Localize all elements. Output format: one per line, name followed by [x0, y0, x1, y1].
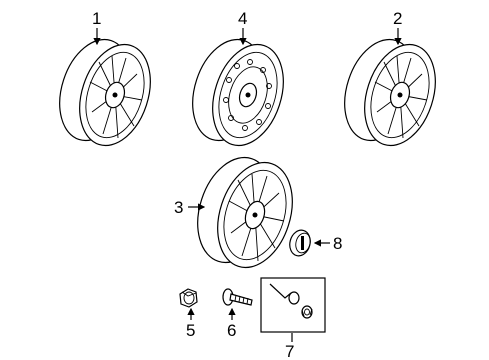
- wheel-spokes: [374, 55, 428, 139]
- callout-2: 2: [393, 9, 402, 28]
- wheel-spokes: [228, 173, 285, 262]
- steel-spare-wheel-icon[interactable]: [181, 30, 296, 154]
- vent-holes: [223, 59, 272, 131]
- alloy-wheel-icon[interactable]: [333, 30, 448, 154]
- callout-6: 6: [227, 321, 236, 340]
- callout-4: 4: [238, 9, 247, 28]
- lock-nut-icon: [301, 305, 313, 319]
- callout-8: 8: [333, 234, 342, 253]
- callout-3: 3: [174, 198, 183, 217]
- callout-1: 1: [92, 9, 101, 28]
- wheel-lock-kit-icon[interactable]: [260, 277, 326, 333]
- lug-nut-icon[interactable]: [179, 288, 198, 308]
- alloy-wheel-icon[interactable]: [185, 148, 305, 277]
- center-cap-icon[interactable]: [287, 228, 313, 258]
- wheel-stud-icon[interactable]: [222, 288, 253, 306]
- alloy-wheel-icon[interactable]: [48, 30, 163, 154]
- callout-5: 5: [186, 321, 195, 340]
- lock-key-icon: [269, 283, 300, 305]
- callout-7: 7: [285, 342, 294, 360]
- wheel-spokes: [89, 55, 143, 139]
